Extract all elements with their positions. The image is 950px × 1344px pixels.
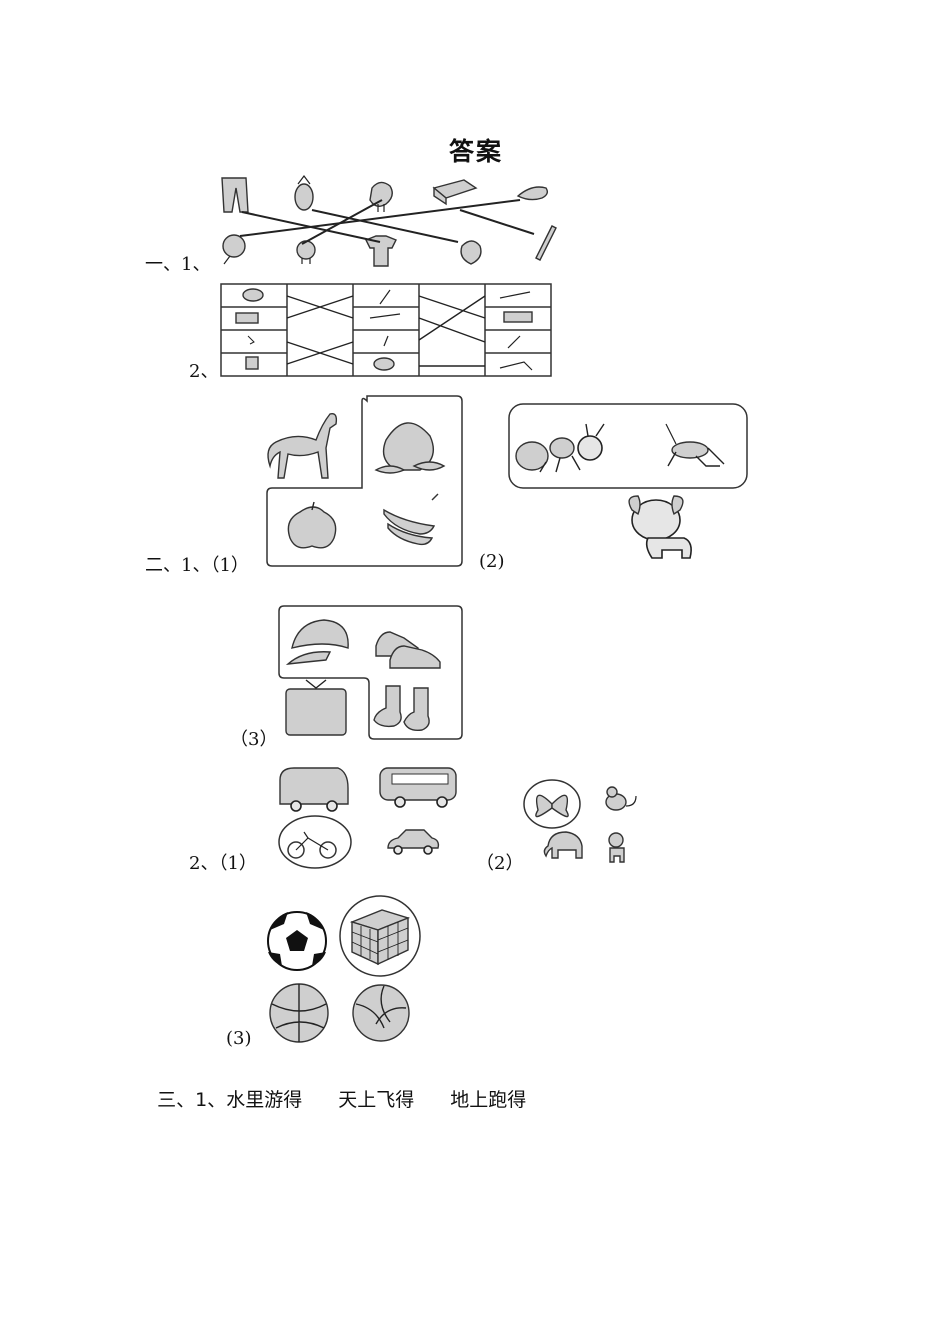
rooster-icon bbox=[369, 181, 393, 212]
shirt-icon bbox=[365, 235, 397, 267]
chick-icon bbox=[296, 240, 316, 264]
page-title: 答案 bbox=[449, 137, 504, 166]
group-frame-2 bbox=[508, 403, 748, 489]
cap-icon bbox=[285, 619, 349, 665]
label-2-2-2: （2） bbox=[476, 853, 524, 874]
banana-icon bbox=[383, 493, 439, 546]
answer-item-sky: 天上飞得 bbox=[338, 1089, 415, 1111]
label-2-1-1: 二、1、（1） bbox=[145, 555, 249, 576]
socks-icon bbox=[373, 685, 430, 732]
tv-icon bbox=[285, 679, 347, 736]
basketball-icon bbox=[269, 983, 329, 1043]
mouse-icon bbox=[605, 786, 637, 811]
peach-icon bbox=[374, 422, 446, 474]
eggplant-icon bbox=[516, 186, 549, 201]
elephant-icon bbox=[543, 831, 583, 859]
cabbage-icon bbox=[222, 234, 246, 265]
answer-item-water: 水里游得 bbox=[226, 1089, 303, 1111]
label-2-1-2: (2) bbox=[479, 551, 505, 572]
rubiks-cube-icon bbox=[339, 895, 421, 977]
answer-prefix: 三、1、 bbox=[157, 1089, 227, 1111]
pants-icon bbox=[221, 177, 249, 213]
matching-lines-1 bbox=[239, 199, 535, 245]
label-1-1: 一、1、 bbox=[145, 254, 211, 275]
bus-icon-1 bbox=[279, 767, 349, 812]
answer-item-ground: 地上跑得 bbox=[450, 1089, 527, 1111]
pencil-box-icon bbox=[432, 179, 478, 206]
group-frame-3 bbox=[278, 605, 463, 740]
label-2-2-1: 2、（1） bbox=[189, 853, 257, 874]
bicycle-icon bbox=[278, 815, 352, 869]
puppy-icon bbox=[628, 495, 692, 559]
shoes-icon bbox=[375, 631, 441, 669]
peach-icon bbox=[460, 240, 482, 265]
label-1-2: 2、 bbox=[189, 361, 219, 382]
pen-icon bbox=[535, 225, 557, 261]
group-frame-1 bbox=[266, 395, 463, 567]
soccer-ball-icon bbox=[267, 911, 327, 971]
horse-icon bbox=[267, 413, 338, 479]
cricket-icon bbox=[665, 423, 725, 467]
butterfly-icon bbox=[523, 779, 581, 829]
ant-icon bbox=[515, 423, 605, 473]
label-2-2-3: (3) bbox=[226, 1028, 252, 1049]
pineapple-icon bbox=[294, 175, 314, 211]
dog-icon bbox=[608, 832, 625, 863]
bus-icon-2 bbox=[379, 767, 457, 808]
volleyball-icon bbox=[352, 984, 410, 1042]
apple-icon bbox=[287, 501, 337, 549]
answer-line: 三、1、水里游得 天上飞得 地上跑得 bbox=[145, 1063, 562, 1112]
matching-table bbox=[220, 283, 552, 377]
label-2-1-3: （3） bbox=[230, 729, 278, 750]
car-icon bbox=[387, 829, 440, 855]
